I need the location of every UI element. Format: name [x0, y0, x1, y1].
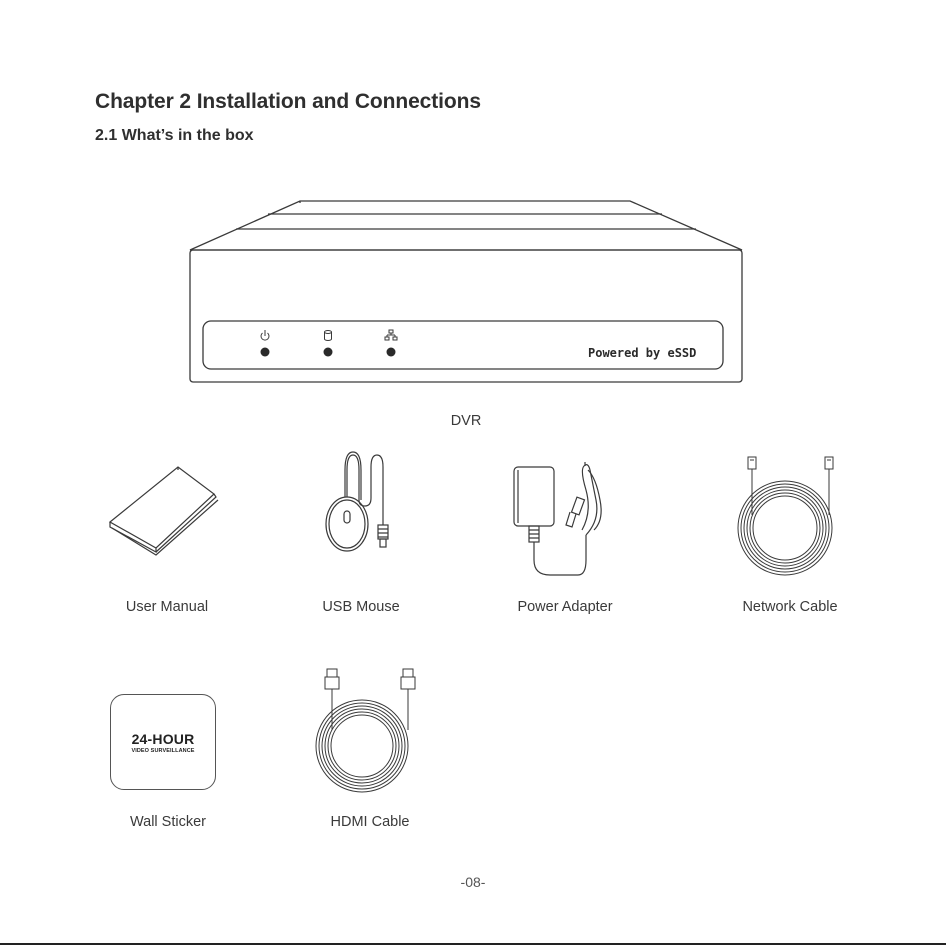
hdmi-cable-caption: HDMI Cable	[331, 814, 410, 830]
bottom-rule	[0, 943, 946, 945]
page-number: -08-	[461, 874, 486, 890]
